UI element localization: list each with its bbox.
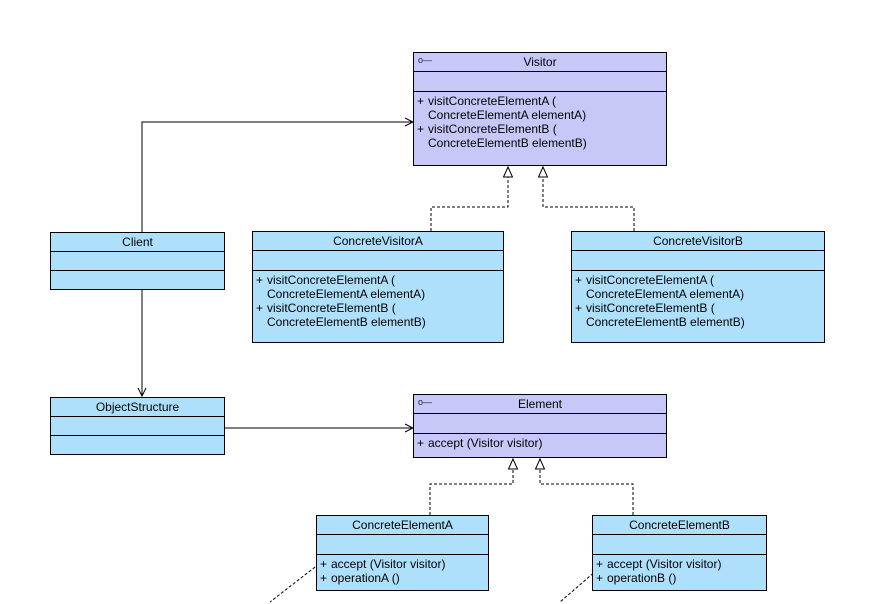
operation: + accept (Visitor visitor) [596, 557, 722, 571]
concreteelementa-note-anchor [269, 563, 320, 603]
operation: + accept (Visitor visitor) [320, 557, 446, 571]
visitor-attributes [414, 72, 666, 92]
concreteelementa-class-name: ConcreteElementA [317, 516, 488, 535]
interface-icon: o— [418, 55, 433, 65]
concretevisitora-class-name: ConcreteVisitorA [253, 232, 503, 251]
concreteelementa-class[interactable]: ConcreteElementA + accept (Visitor visit… [316, 515, 489, 591]
concretevisitorb-realization-arrowhead [537, 165, 549, 178]
concreteelementa-operations: + accept (Visitor visitor) + operationA … [317, 555, 488, 587]
operation: + operationB () [596, 571, 677, 585]
concreteelementb-attributes [593, 535, 766, 555]
concreteelementb-note-anchor [559, 569, 598, 603]
operation: + operationA () [320, 571, 400, 585]
operation: + visitConcreteElementB ( ConcreteElemen… [575, 301, 745, 329]
visitor-operations: + visitConcreteElementA ( ConcreteElemen… [414, 92, 666, 152]
operation: + visitConcreteElementA ( ConcreteElemen… [417, 94, 587, 122]
client-class[interactable]: Client [50, 232, 225, 290]
concretevisitorb-attributes [572, 251, 824, 271]
concreteelementb-realization-arrowhead [534, 457, 546, 470]
concretevisitora-attributes [253, 251, 503, 271]
element-attributes [414, 414, 666, 434]
concreteelementb-operations: + accept (Visitor visitor) + operationB … [593, 555, 766, 587]
concretevisitorb-operations: + visitConcreteElementA ( ConcreteElemen… [572, 271, 824, 331]
objectstructure-class[interactable]: ObjectStructure [50, 397, 225, 455]
objectstructure-class-name: ObjectStructure [51, 398, 224, 417]
objectstructure-operations [51, 436, 224, 454]
operation: + visitConcreteElementB ( ConcreteElemen… [256, 301, 426, 329]
visitor-class[interactable]: o— Visitor + visitConcreteElementA ( Con… [413, 52, 667, 166]
interface-icon: o— [418, 397, 433, 407]
concretevisitora-operations: + visitConcreteElementA ( ConcreteElemen… [253, 271, 503, 331]
operation: + accept (Visitor visitor) [417, 436, 543, 450]
concreteelementb-class[interactable]: ConcreteElementB + accept (Visitor visit… [592, 515, 767, 591]
concreteelementb-class-name: ConcreteElementB [593, 516, 766, 535]
concretevisitorb-class[interactable]: ConcreteVisitorB + visitConcreteElementA… [571, 231, 825, 343]
element-operations: + accept (Visitor visitor) [414, 434, 666, 452]
visitor-class-name: o— Visitor [414, 53, 666, 72]
concretevisitora-class[interactable]: ConcreteVisitorA + visitConcreteElementA… [252, 231, 504, 343]
visitor-class-title: Visitor [523, 55, 557, 69]
concretevisitora-realization-line [430, 177, 509, 231]
operation: + visitConcreteElementA ( ConcreteElemen… [256, 273, 426, 301]
element-class-title: Element [517, 397, 563, 411]
objectstructure-attributes [51, 417, 224, 436]
concreteelementa-realization-line [429, 469, 514, 515]
operation: + visitConcreteElementA ( ConcreteElemen… [575, 273, 745, 301]
concreteelementa-realization-arrowhead [507, 457, 519, 470]
concreteelementa-attributes [317, 535, 488, 555]
client-operations [51, 271, 224, 289]
client-class-name: Client [51, 233, 224, 252]
concretevisitora-realization-arrowhead [502, 165, 514, 178]
concreteelementb-realization-line [539, 469, 634, 515]
operation: + visitConcreteElementB ( ConcreteElemen… [417, 122, 587, 150]
concretevisitorb-class-name: ConcreteVisitorB [572, 232, 824, 251]
client-attributes [51, 252, 224, 271]
element-class-name: o— Element [414, 395, 666, 414]
concretevisitorb-realization-line [542, 177, 635, 231]
element-class[interactable]: o— Element + accept (Visitor visitor) [413, 394, 667, 458]
client-visitor-association [141, 122, 413, 232]
